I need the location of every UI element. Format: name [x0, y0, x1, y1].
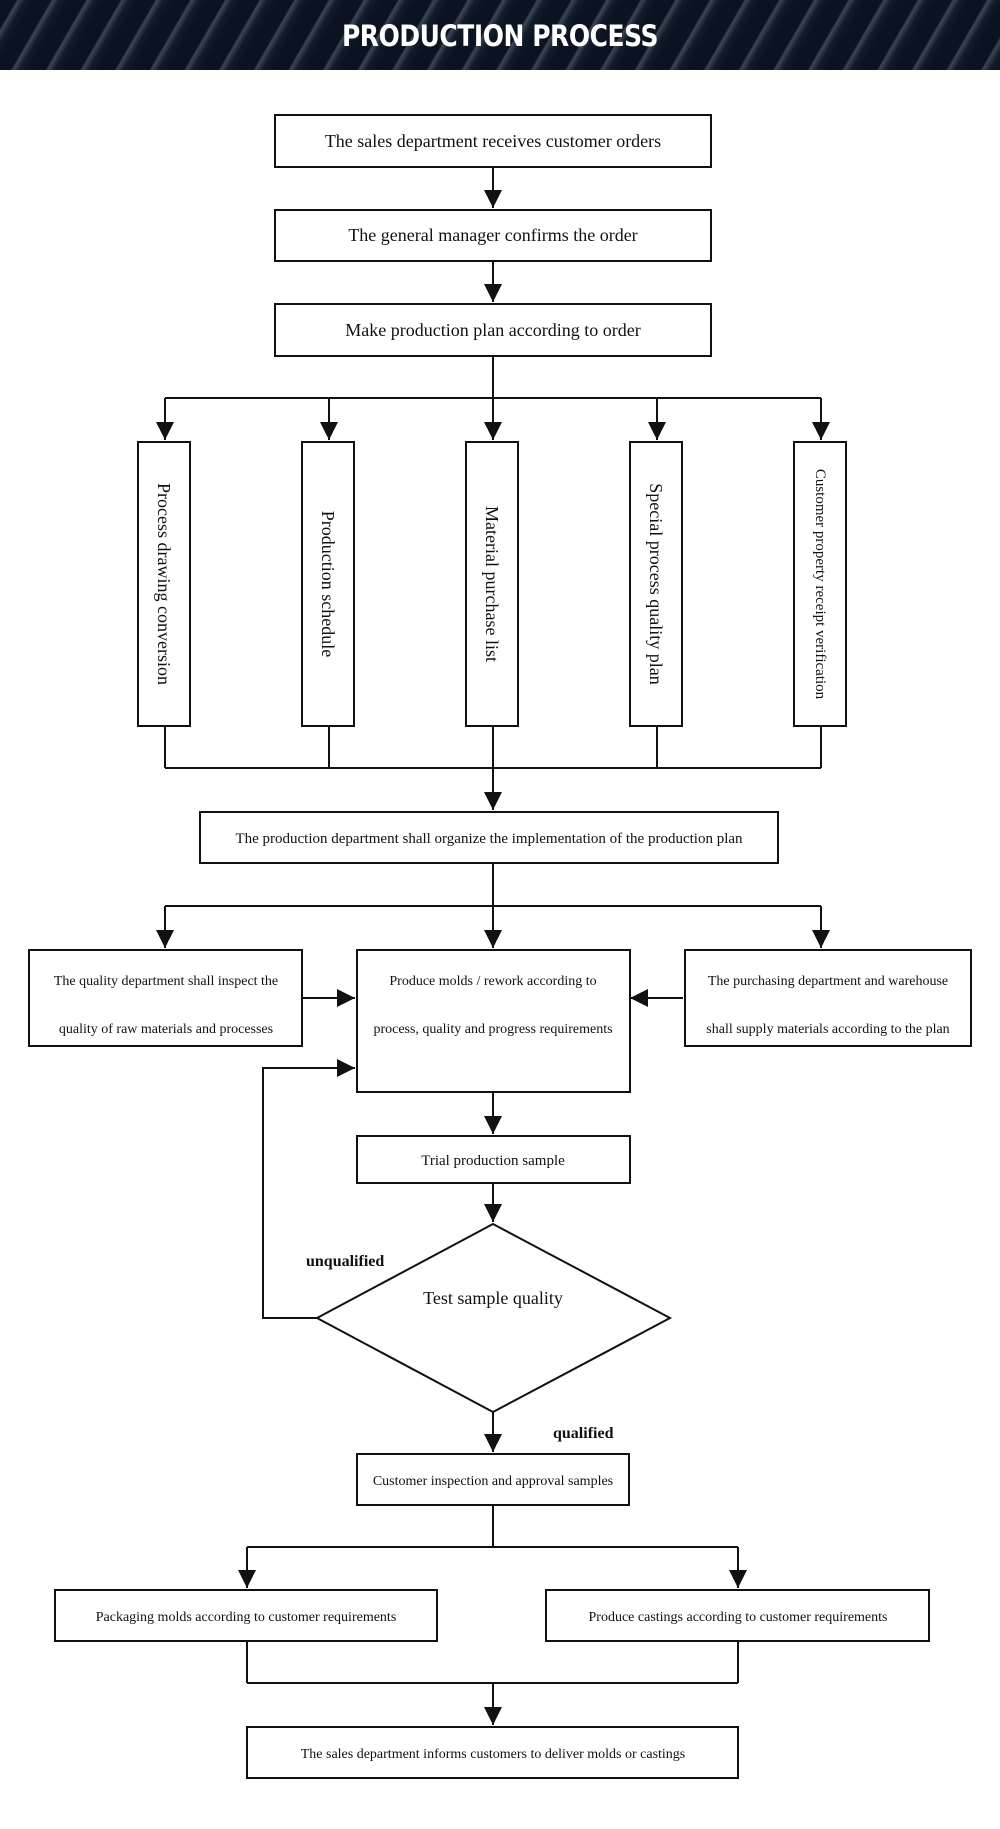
node-branch-1-label: Process drawing conversion	[154, 483, 174, 685]
node-branch-2-label: Production schedule	[318, 511, 338, 657]
node-branch-5	[793, 441, 847, 727]
node-deliver	[246, 1726, 739, 1779]
node-packaging-label: Packaging molds according to customer re…	[96, 1610, 397, 1625]
node-trial-label: Trial production sample	[421, 1153, 565, 1169]
node-purchasing-line-2: shall supply materials according to the …	[706, 1022, 949, 1037]
node-branch-4	[629, 441, 683, 727]
node-branch-3-label: Material purchase list	[482, 506, 502, 662]
node-purchasing	[684, 949, 972, 1047]
node-quality-dept-line-2: quality of raw materials and processes	[59, 1022, 273, 1037]
node-customer-inspection	[356, 1453, 630, 1506]
node-trial	[356, 1135, 631, 1184]
node-branch-5-label: Customer property receipt verification	[812, 469, 828, 700]
page-title: PRODUCTION PROCESS	[341, 19, 659, 53]
connectors	[156, 167, 830, 1725]
node-packaging	[54, 1589, 438, 1642]
node-sales-receives-label: The sales department receives customer o…	[325, 131, 661, 151]
node-organize-label: The production department shall organize…	[235, 831, 743, 847]
node-castings	[545, 1589, 930, 1642]
node-produce-molds-line-2: process, quality and progress requiremen…	[373, 1022, 612, 1037]
header-banner	[0, 0, 1000, 70]
node-sales-receives	[274, 114, 712, 168]
node-branch-2	[301, 441, 355, 727]
node-organize	[199, 811, 779, 864]
node-customer-inspection-label: Customer inspection and approval samples	[373, 1474, 613, 1489]
node-gm-confirms-label: The general manager confirms the order	[348, 225, 637, 245]
node-branch-3	[465, 441, 519, 727]
node-make-plan	[274, 303, 712, 357]
node-deliver-label: The sales department informs customers t…	[301, 1747, 686, 1762]
node-purchasing-line-1: The purchasing department and warehouse	[708, 974, 948, 989]
node-produce-molds	[356, 949, 631, 1093]
node-branch-1	[137, 441, 191, 727]
node-test-decision	[314, 1222, 673, 1414]
node-castings-label: Produce castings according to customer r…	[589, 1610, 888, 1625]
arrow-rework-loop	[262, 1059, 355, 1319]
node-gm-confirms	[274, 209, 712, 262]
label-qualified: qualified	[553, 1425, 614, 1442]
node-quality-dept-line-1: The quality department shall inspect the	[54, 974, 278, 989]
node-branch-4-label: Special process quality plan	[646, 483, 666, 684]
node-make-plan-label: Make production plan according to order	[345, 320, 640, 340]
node-produce-molds-line-1: Produce molds / rework according to	[389, 974, 596, 989]
label-unqualified: unqualified	[306, 1253, 384, 1270]
node-quality-dept	[28, 949, 303, 1047]
node-test-label: Test sample quality	[423, 1288, 563, 1308]
